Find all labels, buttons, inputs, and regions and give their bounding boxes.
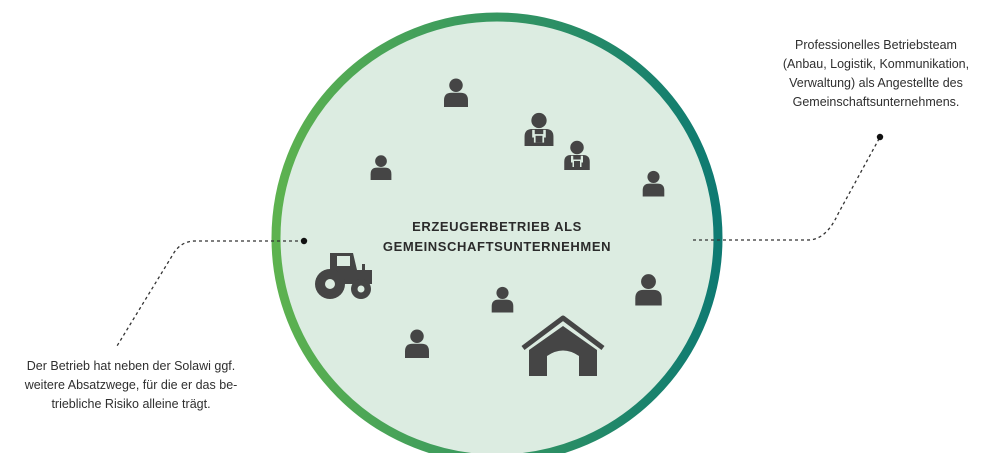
annotation-right-line: Professionelles Betriebsteam (795, 38, 957, 52)
annotation-left-line: weitere Absatzwege, für die er das be- (24, 378, 238, 392)
leader-line-right (693, 136, 881, 241)
annotation-right-line: Gemeinschaftsunternehmens. (792, 95, 960, 109)
annotation-right-line: (Anbau, Logistik, Kommunikation, (782, 57, 970, 71)
annotation-left-line: Der Betrieb hat neben der Solawi ggf. (26, 359, 236, 373)
center-title-line: GEMEINSCHAFTSUNTERNEHMEN (382, 239, 612, 254)
center-title-line: ERZEUGERBETRIEB ALS (412, 219, 582, 234)
enterprise-circle (271, 12, 723, 458)
tractor-icon (315, 253, 372, 299)
annotation-right: Professionelles Betriebsteam (Anbau, Log… (760, 36, 992, 112)
leader-dot-left (300, 237, 308, 245)
center-title: ERZEUGERBETRIEB ALS GEMEINSCHAFTSUNTERNE… (372, 217, 622, 257)
leader-line-left (116, 240, 304, 347)
annotation-left: Der Betrieb hat neben der Solawi ggf. we… (0, 357, 262, 414)
barn-icon (521, 315, 605, 376)
leader-dot-right (876, 133, 884, 141)
annotation-left-line: triebliche Risiko alleine trägt. (51, 397, 211, 411)
annotation-right-line: Verwaltung) als Angestellte des (789, 76, 963, 90)
